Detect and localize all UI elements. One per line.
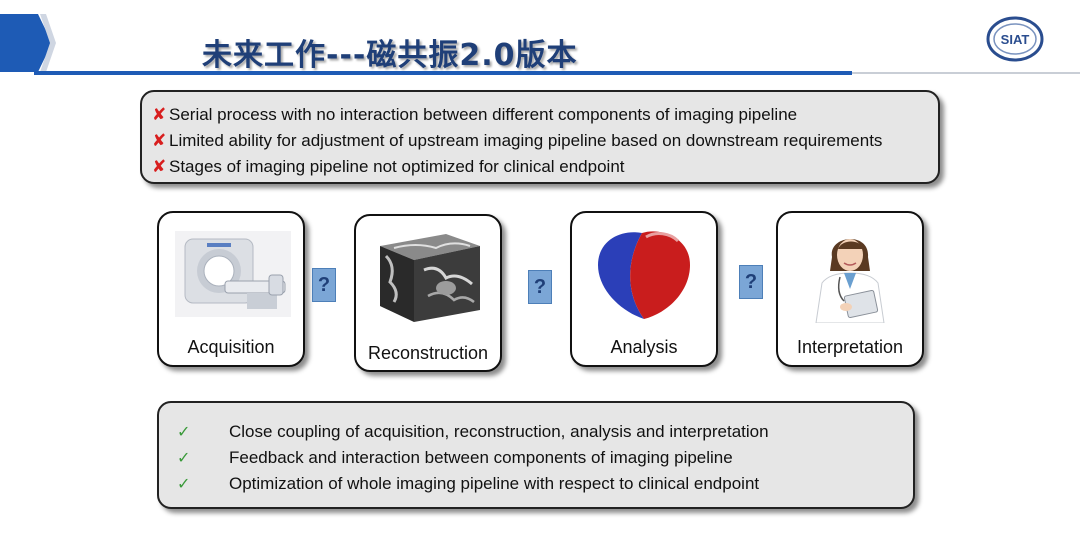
connector-question-2: ? <box>528 270 552 304</box>
doctor-icon <box>815 238 885 323</box>
solution-item: ✓Close coupling of acquisition, reconstr… <box>177 419 895 445</box>
header-chevron-icon <box>0 14 56 72</box>
problem-item: ✘Serial process with no interaction betw… <box>152 102 928 128</box>
mri-scanner-icon <box>175 231 291 317</box>
connector-question-1: ? <box>312 268 336 302</box>
solution-item: ✓Optimization of whole imaging pipeline … <box>177 471 895 497</box>
stage-label: Interpretation <box>796 337 904 357</box>
stage-card-analysis: Analysis <box>570 211 718 367</box>
cross-icon: ✘ <box>152 131 167 150</box>
mri-volume-cube-icon <box>380 234 480 322</box>
stage-card-interpretation: Interpretation <box>776 211 924 367</box>
siat-logo: SIAT <box>986 16 1044 62</box>
check-icon: ✓ <box>177 450 191 467</box>
heart-segmentation-icon <box>598 231 690 319</box>
problem-item: ✘Stages of imaging pipeline not optimize… <box>152 154 928 180</box>
problems-box: ✘Serial process with no interaction betw… <box>140 90 940 184</box>
check-icon: ✓ <box>177 476 191 493</box>
check-icon: ✓ <box>177 424 191 441</box>
header-divider-grey <box>852 72 1080 74</box>
header-divider <box>34 71 852 75</box>
logo-text: SIAT <box>1001 32 1030 47</box>
page-title: 未来工作---磁共振2.0版本 <box>202 38 578 73</box>
solutions-box: ✓Close coupling of acquisition, reconstr… <box>157 401 915 509</box>
stage-label: Reconstruction <box>367 343 489 363</box>
stage-card-acquisition: Acquisition <box>157 211 305 367</box>
cross-icon: ✘ <box>152 157 167 176</box>
stage-label: Acquisition <box>187 337 275 357</box>
solution-item: ✓Feedback and interaction between compon… <box>177 445 895 471</box>
problem-item: ✘Limited ability for adjustment of upstr… <box>152 128 928 154</box>
stage-card-reconstruction: Reconstruction <box>354 214 502 372</box>
cross-icon: ✘ <box>152 105 167 124</box>
stage-label: Analysis <box>610 337 678 357</box>
connector-question-3: ? <box>739 265 763 299</box>
